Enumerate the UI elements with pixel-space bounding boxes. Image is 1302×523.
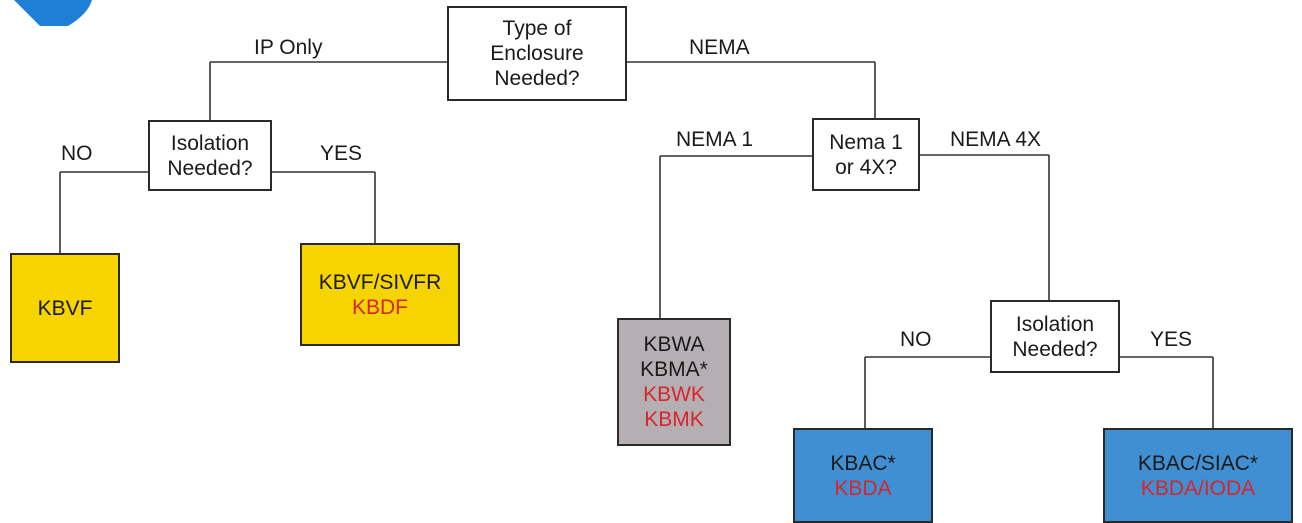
model-name-alt: KBWK [643, 383, 705, 406]
logo-icon [0, 0, 92, 26]
model-name-alt: KBDF [351, 295, 408, 319]
isolation-question-4x: Isolation Needed? [990, 300, 1120, 373]
question-text: or 4X? [835, 155, 897, 179]
product-kbac-siac: KBAC/SIAC* KBDA/IODA [1103, 428, 1293, 523]
question-text: Enclosure [490, 42, 584, 65]
edge-label-no: NO [61, 142, 93, 165]
edge-label-nema-4x: NEMA 4X [950, 128, 1042, 151]
edge-label-ip-only: IP Only [254, 36, 323, 59]
enclosure-type-question: Type of Enclosure Needed? [447, 6, 627, 101]
model-name: KBWA [643, 333, 705, 356]
model-name-alt: KBDA/IODA [1140, 476, 1256, 500]
product-kbac: KBAC* KBDA [793, 428, 933, 523]
model-name: KBAC/SIAC* [1137, 451, 1259, 475]
nema-type-question: Nema 1 or 4X? [812, 118, 920, 191]
model-name-alt: KBMK [644, 408, 704, 431]
edge-label-yes: YES [320, 142, 363, 165]
model-name: KBAC* [830, 451, 896, 475]
model-name-alt: KBDA [834, 476, 892, 500]
edge-label-nema-1: NEMA 1 [676, 128, 754, 151]
model-name: KBVF [37, 296, 93, 320]
model-name: KBMA* [640, 358, 708, 381]
model-name: KBVF/SIVFR [318, 270, 442, 294]
question-text: Type of [502, 17, 572, 40]
product-nema1: KBWA KBMA* KBWK KBMK [617, 318, 731, 446]
edge-label-yes: YES [1150, 328, 1193, 351]
isolation-question-ip: Isolation Needed? [148, 120, 272, 191]
question-text: Isolation [1015, 312, 1095, 336]
question-text: Nema 1 [829, 130, 903, 154]
edge-label-nema: NEMA [689, 36, 750, 59]
question-text: Isolation [170, 131, 250, 155]
question-text: Needed? [167, 156, 253, 180]
edge-label-no: NO [900, 328, 932, 351]
question-text: Needed? [1012, 337, 1098, 361]
question-text: Needed? [494, 67, 580, 90]
product-kbvf: KBVF [10, 253, 120, 363]
product-kbvf-sivfr: KBVF/SIVFR KBDF [300, 243, 460, 346]
